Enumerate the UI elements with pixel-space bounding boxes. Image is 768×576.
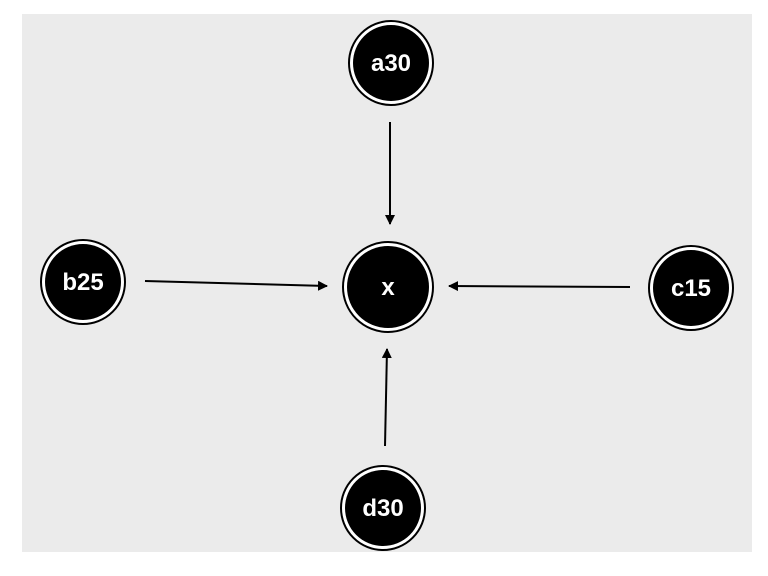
node-a30-label: a30 bbox=[371, 50, 411, 77]
node-b25: b25 bbox=[40, 239, 126, 325]
edge-b25-x bbox=[144, 280, 328, 291]
node-c15-body bbox=[653, 250, 729, 326]
edge-c15-x bbox=[448, 281, 631, 292]
node-x: x bbox=[342, 241, 434, 333]
node-b25-body bbox=[45, 244, 121, 320]
node-a30: a30 bbox=[348, 20, 434, 106]
node-a30-body bbox=[353, 25, 429, 101]
node-d30: d30 bbox=[340, 465, 426, 551]
node-d30-label: d30 bbox=[362, 495, 403, 522]
node-x-label: x bbox=[381, 274, 395, 301]
node-d30-body bbox=[345, 470, 421, 546]
node-c15: c15 bbox=[648, 245, 734, 331]
node-c15-label: c15 bbox=[671, 275, 711, 302]
node-x-body bbox=[347, 246, 429, 328]
edge-d30-x bbox=[381, 348, 392, 447]
node-b25-label: b25 bbox=[62, 269, 103, 296]
